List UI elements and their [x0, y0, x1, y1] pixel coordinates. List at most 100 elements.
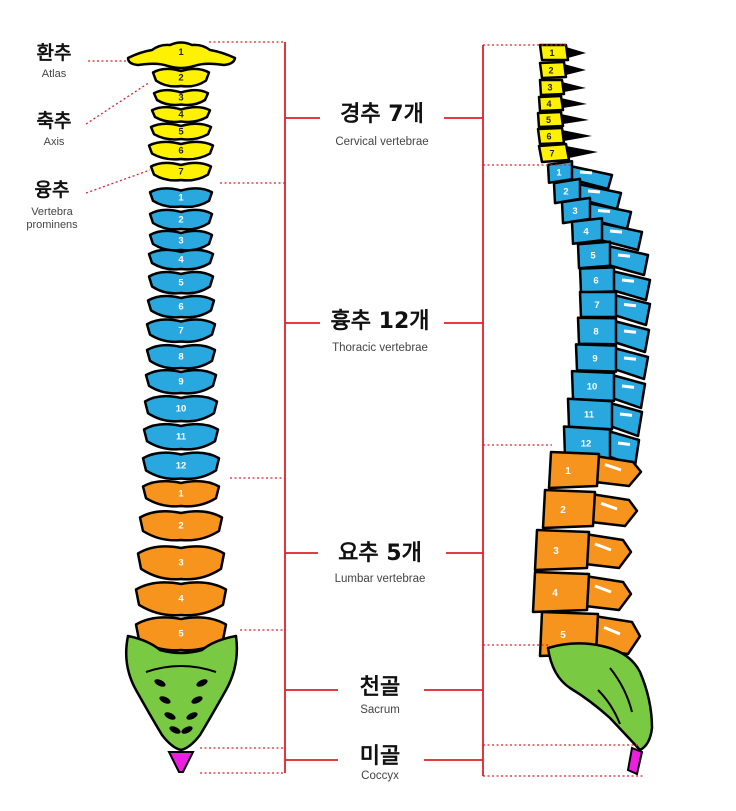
- side-vertebra-t8: 8: [576, 316, 651, 354]
- sacrum-ko: 천골: [359, 675, 401, 700]
- side-vertebra-number: 9: [592, 354, 597, 365]
- front-vertebra-c2: 2: [151, 67, 211, 88]
- side-vertebra-number: 5: [560, 630, 566, 641]
- front-vertebra-number: 8: [178, 352, 183, 363]
- front-vertebra-t1: 1: [148, 187, 214, 209]
- front-coccyx: [167, 751, 195, 773]
- side-vertebra-t10: 10: [570, 369, 647, 410]
- side-vertebra-number: 4: [552, 588, 558, 599]
- side-vertebra-t7: 7: [578, 290, 652, 327]
- side-vertebra-t6: 6: [578, 266, 652, 302]
- side-vertebra-t4: 4: [570, 216, 644, 252]
- side-vertebra-number: 8: [593, 327, 598, 338]
- front-vertebra-number: 2: [178, 521, 183, 532]
- side-vertebra-number: 7: [594, 300, 599, 311]
- coccyx-ko: 미골: [359, 744, 401, 769]
- region-brackets: [200, 41, 645, 777]
- front-vertebra-number: 12: [176, 461, 187, 472]
- front-vertebra-t8: 8: [145, 343, 217, 370]
- lumbar-en: Lumbar vertebrae: [334, 573, 426, 585]
- front-vertebra-number: 9: [178, 377, 183, 388]
- side-vertebra-number: 6: [593, 276, 598, 287]
- prominens-ko: 융추: [34, 179, 70, 201]
- front-vertebra-t10: 10: [143, 394, 219, 423]
- side-vertebra-number: 12: [581, 439, 592, 450]
- front-vertebra-number: 2: [178, 73, 183, 84]
- front-vertebra-number: 7: [178, 326, 183, 337]
- front-vertebra-t4: 4: [147, 248, 215, 271]
- front-vertebra-number: 6: [178, 146, 183, 157]
- side-vertebra-l3: 3: [533, 528, 633, 572]
- side-vertebra-number: 3: [547, 83, 552, 93]
- front-vertebra-number: 3: [178, 93, 183, 104]
- front-sacrum: [125, 634, 239, 752]
- front-vertebra-c3: 3: [152, 88, 210, 107]
- axis-en: Axis: [43, 136, 65, 148]
- front-vertebra-number: 5: [178, 629, 184, 640]
- front-vertebra-c7: 7: [149, 161, 213, 182]
- side-vertebra-l4: 4: [531, 570, 633, 614]
- front-vertebra-l3: 3: [136, 545, 226, 581]
- front-vertebra-number: 2: [178, 215, 183, 226]
- front-vertebra-t2: 2: [148, 208, 214, 231]
- side-vertebra-t9: 9: [574, 343, 650, 381]
- front-vertebra-c5: 5: [149, 122, 213, 141]
- side-vertebra-number: 2: [548, 66, 553, 76]
- side-vertebra-c5: 5: [536, 110, 589, 129]
- front-vertebra-number: 4: [178, 110, 184, 121]
- sacrum-en: Sacrum: [360, 704, 400, 716]
- side-vertebra-number: 1: [556, 168, 562, 179]
- front-vertebra-l1: 1: [141, 479, 221, 508]
- side-vertebra-number: 2: [563, 187, 568, 198]
- side-vertebra-number: 1: [549, 48, 554, 58]
- front-vertebra-c6: 6: [147, 140, 215, 161]
- front-vertebra-number: 4: [178, 594, 184, 605]
- side-vertebra-number: 10: [587, 382, 598, 393]
- side-vertebra-c7: 7: [537, 142, 598, 164]
- side-coccyx: [626, 746, 644, 776]
- front-vertebra-number: 1: [178, 489, 184, 500]
- front-vertebra-number: 10: [176, 404, 187, 415]
- axis-ko: 축추: [36, 110, 72, 132]
- left-label-pointers: [85, 60, 151, 194]
- front-vertebra-number: 1: [178, 193, 184, 204]
- side-vertebra-number: 4: [546, 99, 551, 109]
- front-vertebra-t7: 7: [145, 318, 217, 344]
- front-vertebra-t9: 9: [144, 368, 218, 395]
- front-vertebra-t12: 12: [141, 451, 221, 481]
- cervical-en: Cervical vertebrae: [335, 136, 429, 148]
- atlas-en: Atlas: [41, 68, 67, 80]
- side-vertebra-t5: 5: [576, 240, 650, 277]
- side-vertebra-number: 11: [584, 410, 595, 421]
- side-vertebra-number: 3: [572, 206, 577, 217]
- front-vertebra-number: 4: [178, 255, 184, 266]
- side-vertebra-l2: 2: [541, 488, 639, 530]
- side-vertebra-number: 7: [549, 149, 554, 159]
- side-vertebra-c2: 2: [538, 60, 586, 80]
- front-vertebra-number: 6: [178, 302, 183, 313]
- front-vertebra-l2: 2: [138, 510, 224, 542]
- side-vertebra-number: 5: [590, 251, 596, 262]
- front-vertebra-t3: 3: [148, 229, 214, 252]
- side-vertebra-number: 5: [546, 115, 551, 125]
- front-vertebra-number: 11: [176, 432, 187, 443]
- front-vertebra-number: 5: [178, 127, 184, 138]
- atlas-ko: 환추: [36, 42, 72, 64]
- front-vertebra-number: 5: [178, 278, 184, 289]
- front-vertebra-number: 3: [178, 236, 183, 247]
- coccyx-en: Coccyx: [361, 770, 399, 782]
- side-vertebra-c1: 1: [538, 43, 586, 62]
- side-vertebra-number: 3: [553, 546, 559, 557]
- side-vertebra-c6: 6: [536, 126, 592, 146]
- front-vertebra-number: 7: [178, 167, 183, 178]
- side-vertebra-t11: 11: [566, 397, 644, 438]
- front-vertebra-number: 3: [178, 558, 183, 569]
- side-vertebra-number: 2: [560, 505, 566, 516]
- front-vertebra-t6: 6: [146, 294, 216, 319]
- front-vertebra-t5: 5: [147, 270, 215, 295]
- side-vertebra-number: 1: [565, 466, 571, 477]
